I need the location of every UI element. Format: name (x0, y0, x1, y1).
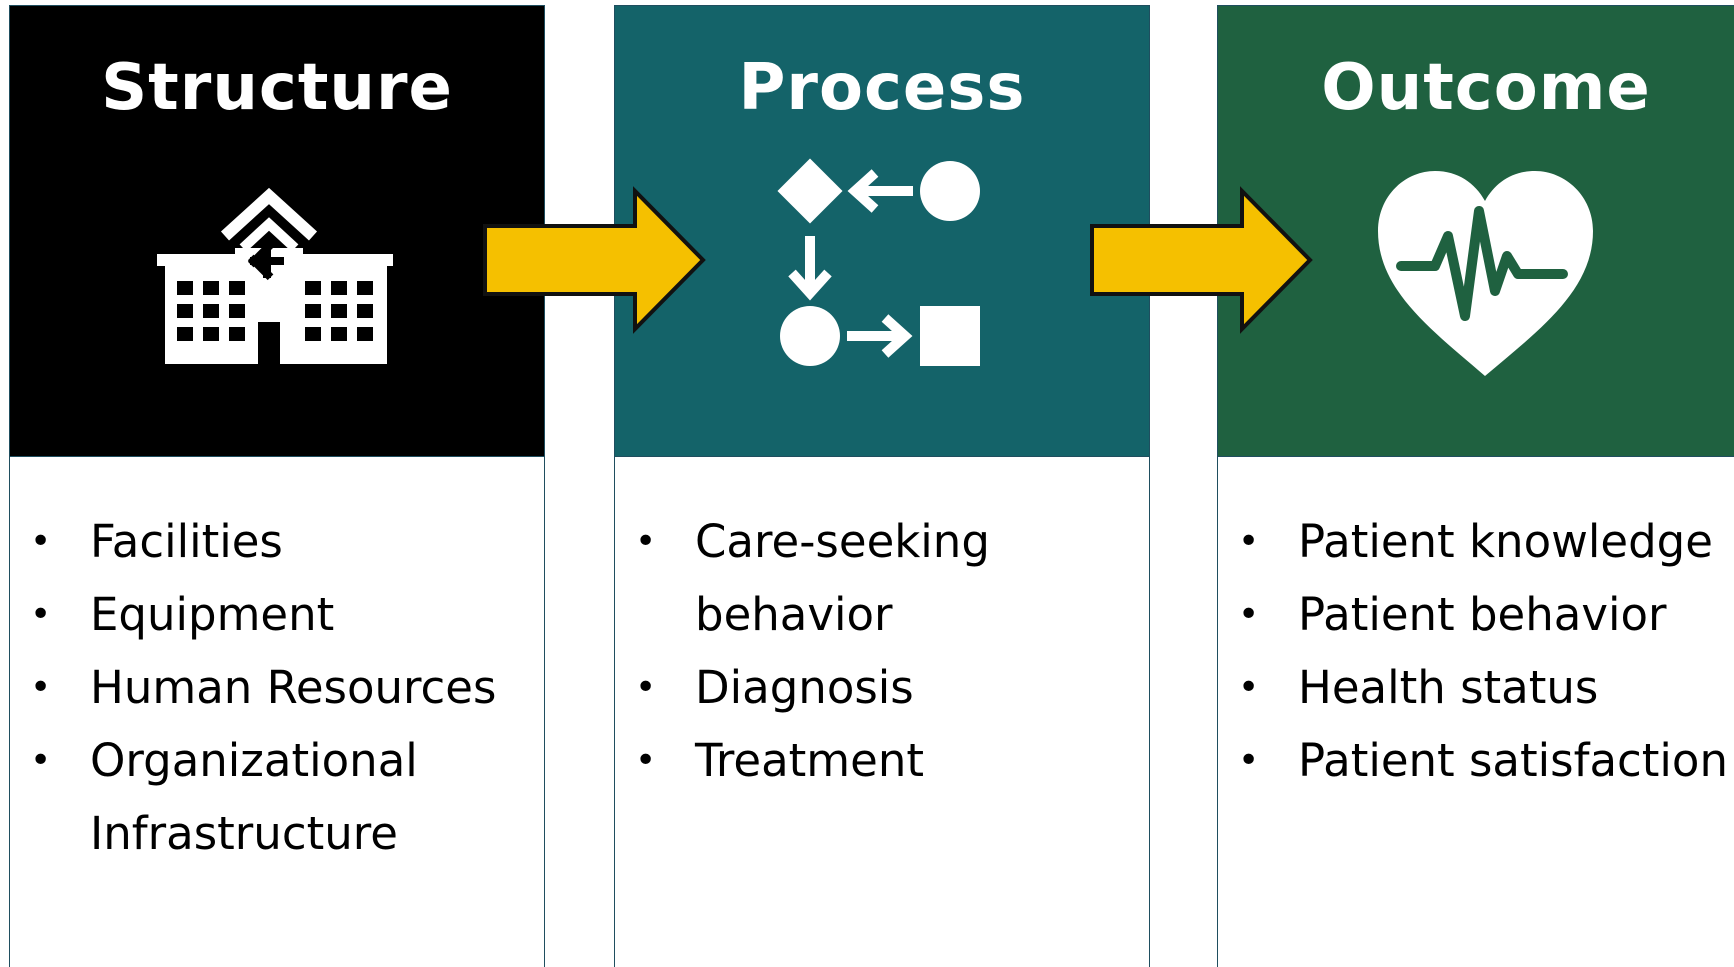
process-header: Process (615, 5, 1149, 457)
bullet: • (1238, 594, 1260, 635)
structure-list: •Facilities •Equipment •Human Resources … (10, 505, 544, 870)
arrow-right-icon (1090, 186, 1313, 334)
list-item: •Patient knowledge (1218, 505, 1734, 578)
process-flow-icon (777, 158, 980, 366)
bullet: • (1238, 667, 1260, 708)
list-item: •Treatment (615, 724, 1149, 797)
list-item: •Organizational Infrastructure (10, 724, 420, 870)
bullet: • (30, 667, 52, 708)
list-item: •Facilities (10, 505, 544, 578)
outcome-header: Outcome (1218, 5, 1734, 457)
process-title: Process (738, 51, 1026, 125)
structure-column: Structure (9, 5, 545, 967)
list-item: •Human Resources (10, 651, 544, 724)
bullet: • (30, 521, 52, 562)
bullet: • (635, 667, 657, 708)
bullet: • (1238, 521, 1260, 562)
hospital-icon (157, 187, 393, 364)
bullet: • (635, 740, 657, 781)
arrow-right-icon (483, 186, 706, 334)
process-column: Process •Care (614, 5, 1150, 967)
list-item: •Patient behavior (1218, 578, 1734, 651)
heart-pulse-icon (1378, 171, 1593, 376)
outcome-title: Outcome (1321, 51, 1651, 125)
list-item: •Diagnosis (615, 651, 1149, 724)
list-item: •Equipment (10, 578, 544, 651)
bullet: • (635, 521, 657, 562)
outcome-column: Outcome •Patient knowledge •Patient beha… (1217, 5, 1734, 967)
outcome-list: •Patient knowledge •Patient behavior •He… (1218, 505, 1734, 797)
list-item: •Patient satisfaction (1218, 724, 1734, 797)
bullet: • (30, 740, 52, 781)
bullet: • (1238, 740, 1260, 781)
list-item: •Health status (1218, 651, 1734, 724)
process-list: •Care-seeking behavior •Diagnosis •Treat… (615, 505, 1149, 797)
list-item: •Care-seeking behavior (615, 505, 1025, 651)
bullet: • (30, 594, 52, 635)
structure-title: Structure (101, 51, 453, 125)
structure-header: Structure (10, 5, 544, 457)
